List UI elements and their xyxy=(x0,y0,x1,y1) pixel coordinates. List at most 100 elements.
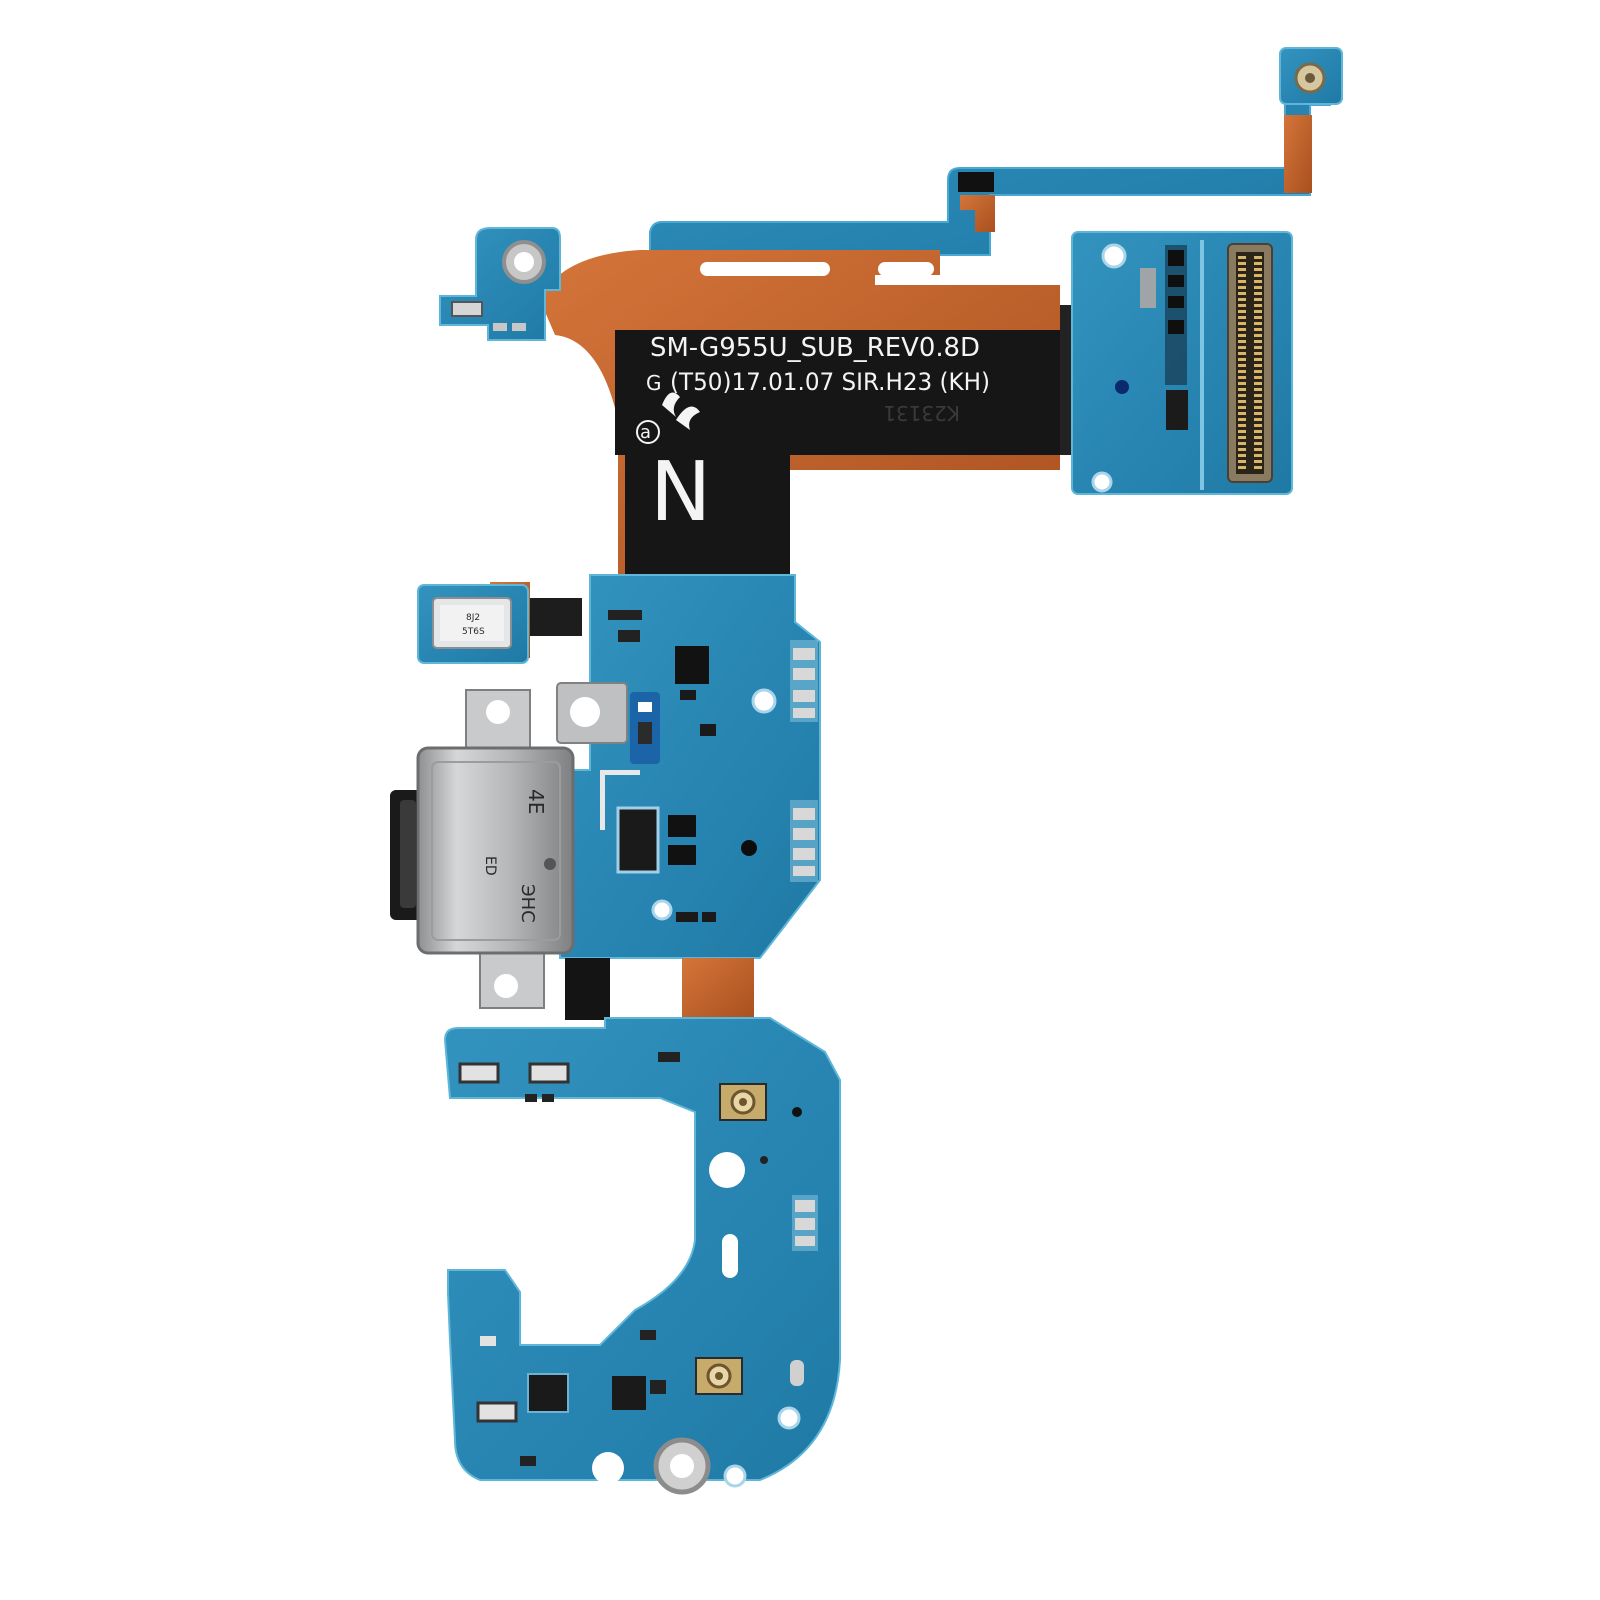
connector-pin xyxy=(1238,400,1246,403)
board-lower-pcb xyxy=(443,1017,841,1488)
connector-pin xyxy=(1238,376,1246,379)
microphone-module: 8J2 5T6S xyxy=(417,582,582,664)
connector-pin xyxy=(1238,358,1246,361)
board-to-board-connector xyxy=(1227,243,1273,483)
mic-mark-2: 5T6S xyxy=(462,627,485,637)
mic-mark-1: 8J2 xyxy=(466,613,480,623)
usb-mark-2: ED xyxy=(482,856,498,876)
label-flex xyxy=(540,250,1080,590)
mirror-mark: K23131 xyxy=(883,401,960,425)
connector-pin xyxy=(1254,286,1262,289)
connector-pin xyxy=(1238,322,1246,325)
connector-pin xyxy=(1238,370,1246,373)
model-label: SM-G955U_SUB_REV0.8D xyxy=(650,333,980,363)
connector-pin xyxy=(1254,364,1262,367)
connector-pin xyxy=(1254,346,1262,349)
connector-pin xyxy=(1254,316,1262,319)
connector-pin xyxy=(1238,292,1246,295)
microphone-bracket xyxy=(556,682,660,764)
antenna-connector-bottom xyxy=(695,1357,743,1395)
connector-pin xyxy=(1254,370,1262,373)
antenna-connector-top xyxy=(1294,62,1326,94)
connector-pin xyxy=(1238,286,1246,289)
circle-mark: a xyxy=(640,422,651,443)
connector-pin xyxy=(1238,394,1246,397)
connector-pin xyxy=(1238,328,1246,331)
connector-pin xyxy=(1238,256,1246,259)
connector-pin xyxy=(1254,304,1262,307)
connector-pin xyxy=(1254,256,1262,259)
connector-pin xyxy=(1254,262,1262,265)
connector-pin xyxy=(1254,376,1262,379)
connector-pin xyxy=(1254,268,1262,271)
connector-pin xyxy=(1238,334,1246,337)
connector-pin xyxy=(1254,340,1262,343)
connector-pin xyxy=(1238,298,1246,301)
connector-pin xyxy=(1254,412,1262,415)
screw-hole-bottom xyxy=(653,1437,711,1495)
connector-pin xyxy=(1238,388,1246,391)
connector-pin xyxy=(1254,352,1262,355)
connector-pin xyxy=(1238,346,1246,349)
connector-pin xyxy=(1254,334,1262,337)
connector-pin xyxy=(1254,466,1262,469)
connector-pin xyxy=(1238,274,1246,277)
connector-pin xyxy=(1238,460,1246,463)
connector-pin xyxy=(1238,280,1246,283)
label-text: SM-G955U_SUB_REV0.8D (T50)17.01.07 SIR.H… xyxy=(640,333,990,540)
connector-pin xyxy=(1254,310,1262,313)
connector-pin xyxy=(1254,280,1262,283)
connector-pin xyxy=(1238,316,1246,319)
board-middle-pcb xyxy=(559,574,821,959)
connector-pin xyxy=(1254,424,1262,427)
connector-pin xyxy=(1254,274,1262,277)
connector-pin xyxy=(1254,358,1262,361)
mount-tab-top-left xyxy=(439,227,561,341)
connector-pin xyxy=(1238,442,1246,445)
connector-pin xyxy=(1238,412,1246,415)
connector-pin xyxy=(1254,328,1262,331)
connector-pin xyxy=(1238,268,1246,271)
date-label: (T50)17.01.07 SIR.H23 (KH) xyxy=(670,368,990,396)
connector-pin xyxy=(1238,310,1246,313)
connector-pin xyxy=(1254,460,1262,463)
connector-pin xyxy=(1238,304,1246,307)
connector-pin xyxy=(1238,424,1246,427)
connector-pin xyxy=(1238,418,1246,421)
connector-pin xyxy=(1254,442,1262,445)
connector-pin xyxy=(1254,418,1262,421)
connector-pin xyxy=(1254,388,1262,391)
connector-pin xyxy=(1238,436,1246,439)
usb-mark-3: ЭНС xyxy=(517,884,538,923)
connector-pin xyxy=(1238,466,1246,469)
middle-flex-links xyxy=(565,958,754,1020)
connector-pin xyxy=(1238,262,1246,265)
connector-pin xyxy=(1254,406,1262,409)
big-n-mark: N xyxy=(650,445,711,540)
usb-c-port: 4E ED ЭНС xyxy=(390,689,575,1009)
connector-pin xyxy=(1238,352,1246,355)
connector-pin xyxy=(1254,394,1262,397)
connector-pin xyxy=(1238,430,1246,433)
connector-pin xyxy=(1254,292,1262,295)
connector-pin xyxy=(1254,298,1262,301)
antenna-flex-strip xyxy=(649,47,1343,256)
connector-pin xyxy=(1254,448,1262,451)
logo-mark xyxy=(636,392,700,444)
maker-mark: G xyxy=(646,371,662,395)
connector-pin xyxy=(1238,454,1246,457)
usb-mark-1: 4E xyxy=(524,789,548,814)
connector-pin xyxy=(1254,454,1262,457)
connector-pin xyxy=(1254,400,1262,403)
connector-pin xyxy=(1238,382,1246,385)
connector-pin xyxy=(1254,436,1262,439)
connector-pin xyxy=(1238,448,1246,451)
connector-pin xyxy=(1254,430,1262,433)
connector-pin xyxy=(1238,364,1246,367)
connector-pin xyxy=(1238,406,1246,409)
connector-pin xyxy=(1254,322,1262,325)
connector-pin xyxy=(1238,340,1246,343)
antenna-connector-middle xyxy=(719,1083,767,1121)
connector-pin xyxy=(1254,382,1262,385)
